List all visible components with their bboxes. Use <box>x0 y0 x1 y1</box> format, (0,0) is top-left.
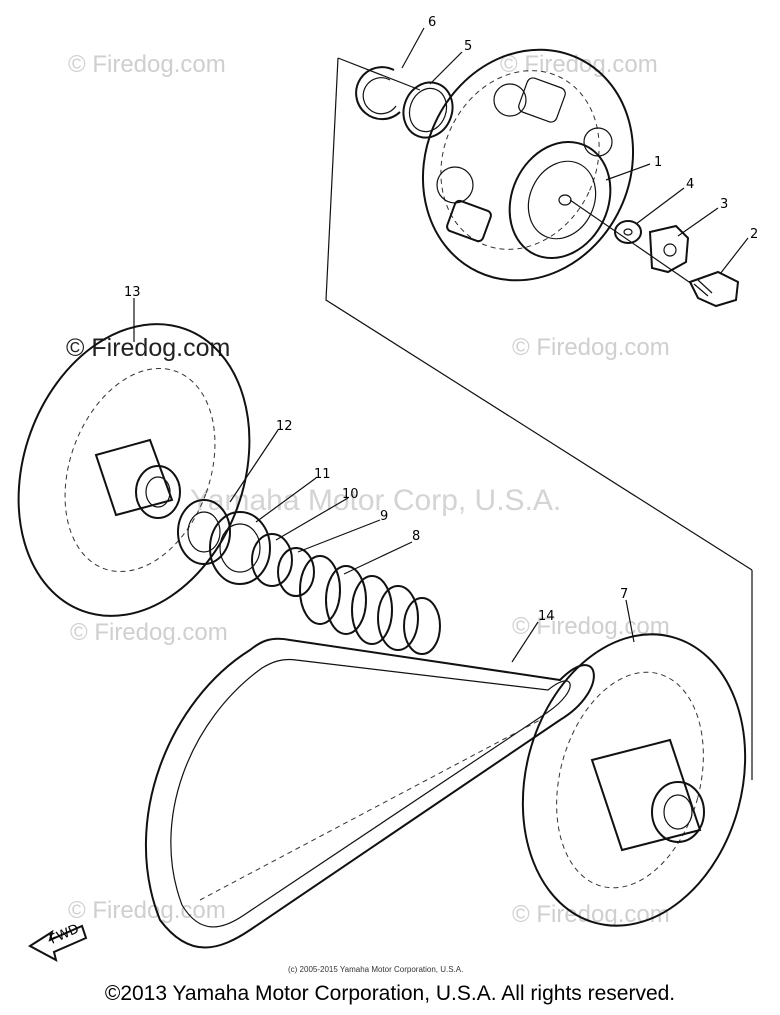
fwd-arrow-icon: FWD <box>28 922 88 962</box>
copyright-notice: ©2013 Yamaha Motor Corporation, U.S.A. A… <box>104 982 676 1005</box>
watermark-mid-right: © Firedog.com <box>512 334 670 361</box>
callout-6: 6 <box>428 15 436 30</box>
circlip-5 <box>402 81 454 139</box>
bolt-2 <box>688 270 740 308</box>
slider-10 <box>251 533 293 587</box>
callout-1: 1 <box>654 155 662 170</box>
fine-print: (c) 2005-2015 Yamaha Motor Corporation, … <box>288 965 463 974</box>
callout-9: 9 <box>380 509 388 524</box>
callout-10: 10 <box>342 487 359 502</box>
callout-7: 7 <box>620 587 628 602</box>
callout-leaders <box>133 27 749 663</box>
primary-sheave-assembly <box>421 48 635 282</box>
v-belt-14 <box>145 637 595 949</box>
upper-box-edge <box>337 57 421 91</box>
secondary-fixed-sheave-13 <box>17 323 251 617</box>
washer-4 <box>614 220 642 244</box>
callout-2: 2 <box>750 227 758 242</box>
watermark-center: Yamaha Motor Corp, U.S.A. <box>190 484 561 517</box>
callout-12: 12 <box>276 419 293 434</box>
callout-3: 3 <box>720 197 728 212</box>
cam-11 <box>209 511 271 585</box>
watermark-bottom-right: © Firedog.com <box>512 901 670 928</box>
lock-plate-3 <box>648 224 690 274</box>
spring-8 <box>299 555 441 655</box>
secondary-sliding-sheave-7 <box>521 633 747 927</box>
watermark-bottom-left: © Firedog.com <box>68 897 226 924</box>
upper-axis-line <box>569 199 693 285</box>
spring-seat-9 <box>277 547 315 597</box>
watermark-lower-left: © Firedog.com <box>70 619 228 646</box>
callout-13: 13 <box>124 285 141 300</box>
callout-14: 14 <box>538 609 555 624</box>
upper-assembly-box <box>325 57 753 571</box>
callout-4: 4 <box>686 177 694 192</box>
bushing-12 <box>177 499 231 565</box>
callout-8: 8 <box>412 529 420 544</box>
watermark-top-left: © Firedog.com <box>68 51 226 78</box>
callout-5: 5 <box>464 39 472 54</box>
callout-11: 11 <box>314 467 331 482</box>
snap-ring-6 <box>355 66 401 121</box>
fwd-label: FWD <box>48 922 82 948</box>
watermark-top-right: © Firedog.com <box>500 51 658 78</box>
